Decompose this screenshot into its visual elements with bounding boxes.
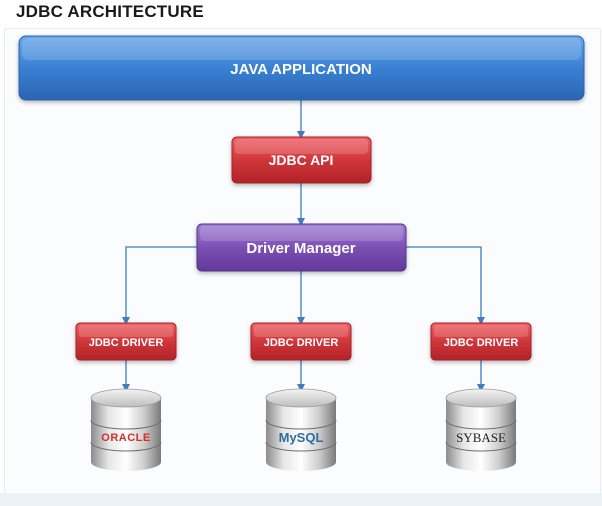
sybase-database-icon: SYBASE bbox=[445, 388, 517, 471]
jdbc-api-box: JDBC API bbox=[231, 136, 372, 184]
jdbc-driver-box-3: JDBC DRIVER bbox=[430, 322, 532, 361]
page-title: JDBC ARCHITECTURE bbox=[16, 2, 204, 21]
sybase-logo-text: SYBASE bbox=[456, 430, 506, 445]
java-application-box: JAVA APPLICATION bbox=[18, 35, 585, 101]
mysql-database-icon: MySQL bbox=[265, 388, 337, 471]
connector-manager-to-driver-1 bbox=[122, 246, 197, 325]
driver-manager-box: Driver Manager bbox=[196, 223, 407, 272]
jdbc-driver-box-1: JDBC DRIVER bbox=[75, 322, 177, 361]
jdbc-driver-label-1: JDBC DRIVER bbox=[89, 337, 164, 349]
mysql-logo-text: MySQL bbox=[279, 430, 324, 445]
connectors bbox=[122, 100, 485, 392]
jdbc-driver-label-3: JDBC DRIVER bbox=[444, 337, 519, 349]
jdbc-driver-box-2: JDBC DRIVER bbox=[250, 322, 352, 361]
bottom-strip bbox=[0, 493, 602, 506]
jdbc-api-label: JDBC API bbox=[269, 152, 334, 168]
java-application-label: JAVA APPLICATION bbox=[230, 61, 371, 78]
oracle-logo-text: ORACLE bbox=[101, 432, 150, 444]
connector-manager-to-driver-3 bbox=[406, 246, 485, 325]
jdbc-driver-label-2: JDBC DRIVER bbox=[264, 337, 339, 349]
driver-manager-label: Driver Manager bbox=[246, 240, 355, 257]
oracle-database-icon: ORACLE bbox=[90, 388, 162, 471]
